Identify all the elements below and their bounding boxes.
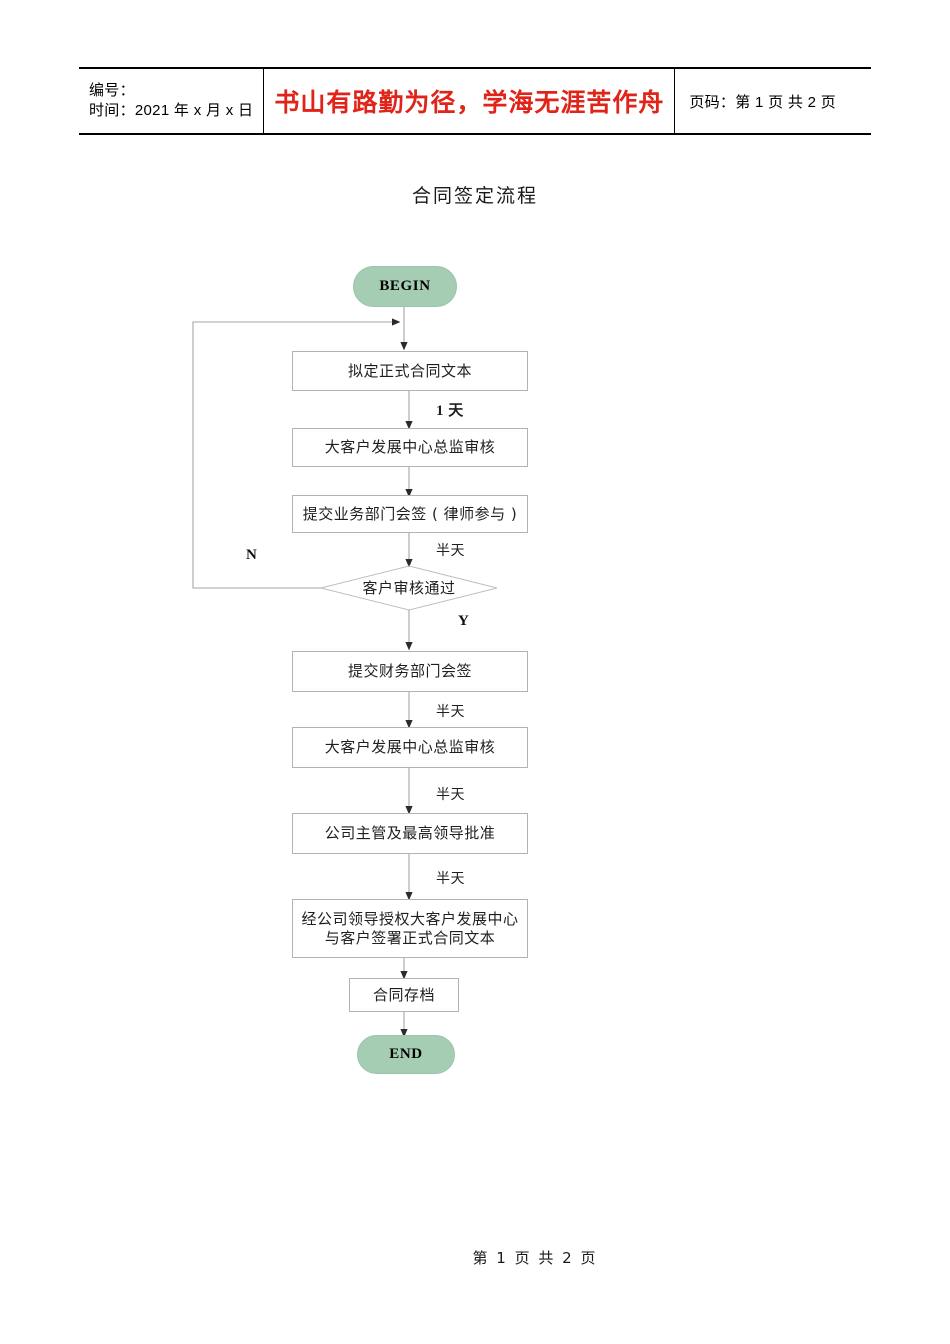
flow-node-sign-contract-line1: 经公司领导授权大客户发展中心: [301, 909, 519, 928]
flow-node-review-director-1-label: 大客户发展中心总监审核: [324, 438, 496, 456]
header-slogan: 书山有路勤为径，学海无涯苦作舟: [274, 90, 665, 117]
edge-label-finsign-duration: 半天: [436, 704, 465, 720]
edge-label-bizsign-duration: 半天: [436, 543, 465, 559]
flow-node-finance-countersign[interactable]: 提交财务部门会签: [292, 651, 528, 692]
flow-node-review-director-1[interactable]: 大客户发展中心总监审核: [292, 428, 528, 467]
header-cell-meta: 编号： 时间：2021 年 x 月 x 日: [79, 69, 265, 133]
flow-node-executive-approval-label: 公司主管及最高领导批准: [324, 824, 496, 842]
flow-node-executive-approval[interactable]: 公司主管及最高领导批准: [292, 813, 528, 854]
flow-node-review-director-2-label: 大客户发展中心总监审核: [324, 738, 496, 756]
page-footer: 第 1 页 共 2 页: [0, 1247, 950, 1268]
header-cell-pageinfo: 页码：第 1 页 共 2 页: [675, 69, 871, 133]
branch-label-yes: Y: [458, 613, 469, 629]
edge-label-review2-duration: 半天: [436, 787, 465, 803]
flow-node-business-countersign[interactable]: 提交业务部门会签 ( 律师参与 ): [292, 495, 528, 533]
flow-node-sign-contract-line2: 与客户签署正式合同文本: [324, 928, 496, 947]
flow-node-archive[interactable]: 合同存档: [349, 978, 459, 1012]
flow-node-decision-customer-approval[interactable]: 客户审核通过: [329, 576, 489, 600]
page-footer-text: 第 1 页 共 2 页: [472, 1249, 598, 1267]
flow-node-finance-countersign-label: 提交财务部门会签: [347, 662, 472, 680]
flow-node-sign-contract[interactable]: 经公司领导授权大客户发展中心 与客户签署正式合同文本: [292, 899, 528, 958]
header-number-label: 编号：: [89, 82, 135, 99]
page-title: 合同签定流程: [411, 185, 538, 207]
edge-label-draft-duration: 1 天: [436, 403, 464, 419]
flow-node-end-label: END: [389, 1046, 423, 1062]
header-cell-slogan: 书山有路勤为径，学海无涯苦作舟: [264, 69, 676, 133]
flow-node-review-director-2[interactable]: 大客户发展中心总监审核: [292, 727, 528, 768]
edge-label-approve-duration: 半天: [436, 871, 465, 887]
flow-node-end[interactable]: END: [357, 1035, 455, 1074]
flow-node-begin-label: BEGIN: [379, 278, 431, 294]
flow-node-archive-label: 合同存档: [372, 985, 435, 1004]
flow-node-business-countersign-label: 提交业务部门会签 ( 律师参与 ): [302, 504, 518, 523]
flow-node-draft-label: 拟定正式合同文本: [347, 361, 472, 380]
header-table: 编号： 时间：2021 年 x 月 x 日 书山有路勤为径，学海无涯苦作舟 页码…: [79, 67, 871, 135]
flow-node-begin[interactable]: BEGIN: [353, 266, 457, 307]
header-date-label: 时间：2021 年 x 月 x 日: [89, 102, 254, 119]
header-page-info: 页码：第 1 页 共 2 页: [689, 93, 837, 111]
flow-node-draft[interactable]: 拟定正式合同文本: [292, 351, 528, 391]
flow-node-decision-label: 客户审核通过: [362, 578, 456, 597]
branch-label-no: N: [246, 547, 257, 563]
